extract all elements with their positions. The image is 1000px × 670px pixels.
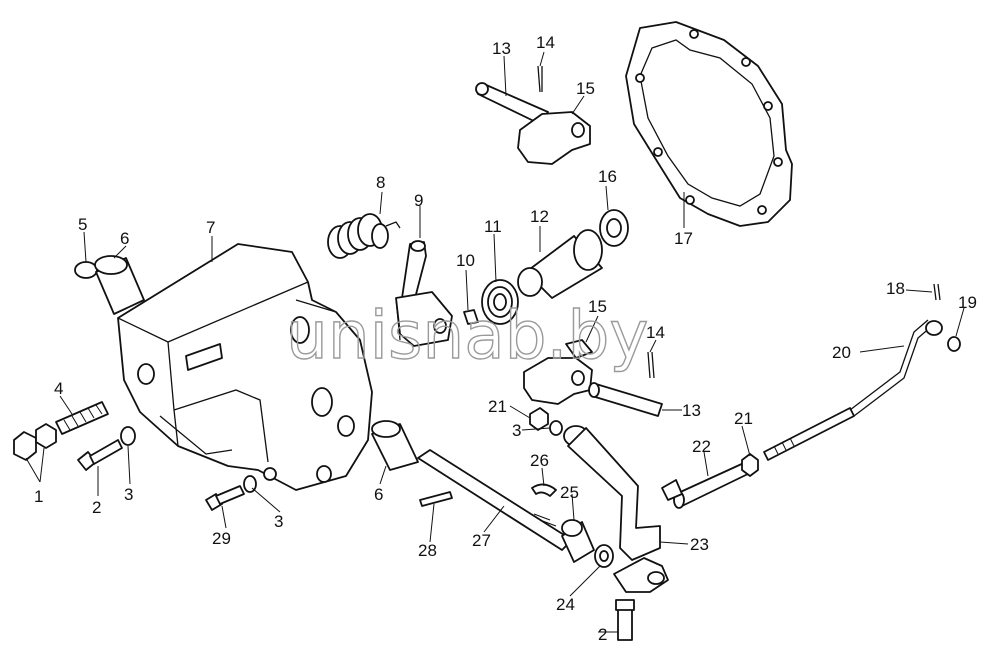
callout-23: 23 <box>690 535 709 554</box>
pin-part-28 <box>419 491 453 507</box>
lever-part-9 <box>395 240 453 347</box>
callout-25: 25 <box>560 483 579 502</box>
sleeve-part-12 <box>517 229 603 299</box>
cotter-part-18 <box>933 283 941 301</box>
fork-part-15-middle <box>523 339 593 405</box>
nut-part-21-center <box>529 407 549 431</box>
callout-10: 10 <box>456 251 475 270</box>
rod-part-20 <box>763 319 943 461</box>
callout-5: 5 <box>78 215 87 234</box>
callout-20: 20 <box>832 343 851 362</box>
callout-28: 28 <box>418 541 437 560</box>
seal-part-16 <box>599 209 629 247</box>
nut-part-21-right <box>741 453 759 477</box>
bearing-part-11 <box>481 279 519 325</box>
washer-part-3-center <box>549 420 563 436</box>
sleeve-part-6-bottom <box>371 420 419 471</box>
callout-22: 22 <box>692 437 711 456</box>
bushing-part-25 <box>561 519 595 563</box>
callout-13-top: 13 <box>492 39 511 58</box>
watermark-text: unisnab.by <box>286 297 648 374</box>
washer-part-3-bottom <box>243 475 257 493</box>
callout-24: 24 <box>556 595 575 614</box>
ring-part-5 <box>74 261 98 279</box>
bolt-part-29 <box>205 485 245 511</box>
callout-17: 17 <box>674 229 693 248</box>
callout-3-left: 3 <box>124 485 133 504</box>
bolt-part-2-left <box>77 439 123 471</box>
fork-part-15-top <box>517 111 591 165</box>
callout-15-top: 15 <box>576 79 595 98</box>
callout-3-center: 3 <box>512 421 521 440</box>
washer-part-3-left <box>120 426 136 446</box>
callout-9: 9 <box>414 191 423 210</box>
pin-part-13-top <box>475 82 549 125</box>
callout-12: 12 <box>530 207 549 226</box>
callout-16: 16 <box>598 167 617 186</box>
callout-19: 19 <box>958 293 977 312</box>
housing-part-7 <box>117 243 373 491</box>
callout-14-top: 14 <box>536 33 555 52</box>
pin-part-13-middle <box>588 382 663 417</box>
callout-6-bottom: 6 <box>374 485 383 504</box>
callout-14-middle: 14 <box>646 323 665 342</box>
lever-part-23 <box>563 425 669 593</box>
callout-2-left: 2 <box>92 498 101 517</box>
sleeve-part-6-top <box>94 255 145 315</box>
gasket-part-17 <box>625 21 793 227</box>
callout-29: 29 <box>212 529 231 548</box>
callout-15-middle: 15 <box>588 297 607 316</box>
callout-13-middle: 13 <box>682 401 701 420</box>
callout-4: 4 <box>54 379 63 398</box>
spring-part-8 <box>327 213 401 259</box>
callout-8: 8 <box>376 173 385 192</box>
key-part-10 <box>463 309 479 325</box>
callout-6-top: 6 <box>120 229 129 248</box>
cotter-part-14-middle <box>647 351 655 379</box>
key-part-26 <box>531 483 557 497</box>
callout-21-right: 21 <box>734 409 753 428</box>
callout-11: 11 <box>484 217 502 236</box>
callout-1: 1 <box>34 487 43 506</box>
callout-3-bottom: 3 <box>274 512 283 531</box>
callout-2-bottom: 2 <box>598 625 607 644</box>
callout-18: 18 <box>886 279 905 298</box>
washer-part-19 <box>947 336 961 352</box>
cotter-part-14-top <box>537 65 543 93</box>
callout-27: 27 <box>472 531 491 550</box>
bolt-part-2-bottom <box>615 599 635 641</box>
callout-labels: 1 2 2 3 3 3 4 5 6 6 7 8 9 10 11 12 13 13… <box>34 33 977 644</box>
nuts-part-1 <box>13 423 57 461</box>
stud-part-4 <box>55 401 109 435</box>
leader-lines <box>25 51 965 633</box>
washer-part-24 <box>594 544 614 568</box>
callout-7: 7 <box>206 218 215 237</box>
callout-26: 26 <box>530 451 549 470</box>
callout-21-center: 21 <box>488 397 507 416</box>
